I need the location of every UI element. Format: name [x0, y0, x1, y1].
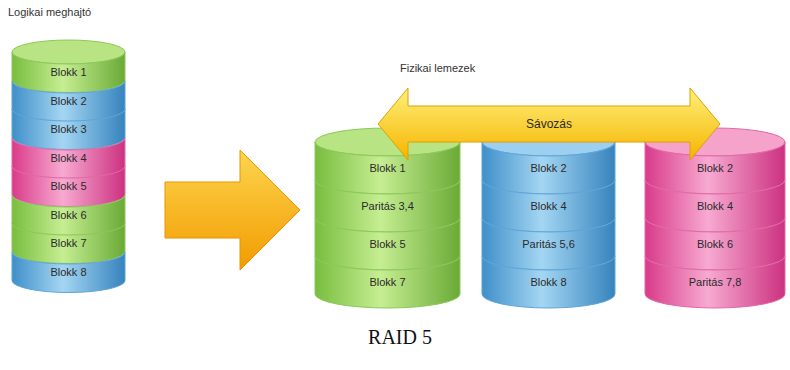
disk-block: Paritás 5,6 [482, 218, 615, 256]
disk-block: Blokk 2 [482, 142, 615, 180]
band-fill [315, 256, 460, 308]
band-fill [482, 218, 615, 270]
band-fill [12, 195, 125, 236]
block-label: Blokk 5 [315, 238, 460, 250]
band-fill [12, 252, 125, 293]
band-fill [315, 218, 460, 270]
band-fill [482, 180, 615, 232]
arrow-label: Sávozás [378, 117, 720, 131]
disk-block: Blokk 4 [12, 138, 125, 167]
band-fill [315, 142, 460, 194]
disk-block: Blokk 1 [12, 52, 125, 81]
band-fill [12, 81, 125, 122]
block-label: Blokk 4 [12, 152, 125, 164]
block-label: Blokk 4 [482, 200, 615, 212]
disk-block: Paritás 7,8 [645, 256, 785, 294]
disk-block: Blokk 3 [12, 109, 125, 138]
disk-block: Blokk 4 [482, 180, 615, 218]
band-fill [645, 180, 785, 232]
block-label: Blokk 2 [482, 162, 615, 174]
block-label: Blokk 2 [645, 162, 785, 174]
disk-block: Blokk 2 [12, 81, 125, 110]
band-fill [482, 142, 615, 194]
block-label: Blokk 5 [12, 180, 125, 192]
block-label: Blokk 6 [645, 238, 785, 250]
disk-block: Blokk 6 [12, 195, 125, 224]
block-label: Paritás 7,8 [645, 276, 785, 288]
band-fill [12, 52, 125, 93]
disk-block: Blokk 4 [645, 180, 785, 218]
disk-block: Blokk 7 [315, 256, 460, 294]
block-label: Blokk 7 [315, 276, 460, 288]
block-label: Blokk 1 [315, 162, 460, 174]
block-label: Blokk 8 [12, 266, 125, 278]
band-fill [645, 256, 785, 308]
band-fill [482, 256, 615, 308]
block-label: Paritás 3,4 [315, 200, 460, 212]
band-fill [12, 223, 125, 264]
block-label: Blokk 6 [12, 209, 125, 221]
heading-label: Fizikai lemezek [400, 62, 475, 74]
band-fill [645, 218, 785, 270]
band-fill [12, 138, 125, 179]
disk-block: Blokk 5 [315, 218, 460, 256]
block-label: Blokk 8 [482, 276, 615, 288]
disk-block: Blokk 7 [12, 223, 125, 252]
block-label: Blokk 4 [645, 200, 785, 212]
block-label: Blokk 2 [12, 95, 125, 107]
band-fill [645, 142, 785, 194]
band-fill [12, 109, 125, 150]
disk-block: Paritás 3,4 [315, 180, 460, 218]
disk-block: Blokk 6 [645, 218, 785, 256]
caption: RAID 5 [368, 326, 432, 349]
block-label: Blokk 1 [12, 66, 125, 78]
block-label: Blokk 7 [12, 237, 125, 249]
disk-block: Blokk 1 [315, 142, 460, 180]
striping-arrow: Sávozás [378, 88, 720, 160]
band-fill [315, 180, 460, 232]
mapping-arrow [165, 150, 300, 270]
heading-label: Logikai meghajtó [8, 6, 91, 18]
disk-block: Blokk 5 [12, 166, 125, 195]
arrow-fill [378, 88, 720, 160]
disk-block: Blokk 2 [645, 142, 785, 180]
disk-block: Blokk 8 [482, 256, 615, 294]
band-fill [12, 166, 125, 207]
block-label: Blokk 3 [12, 123, 125, 135]
disk-block: Blokk 8 [12, 252, 125, 281]
block-label: Paritás 5,6 [482, 238, 615, 250]
